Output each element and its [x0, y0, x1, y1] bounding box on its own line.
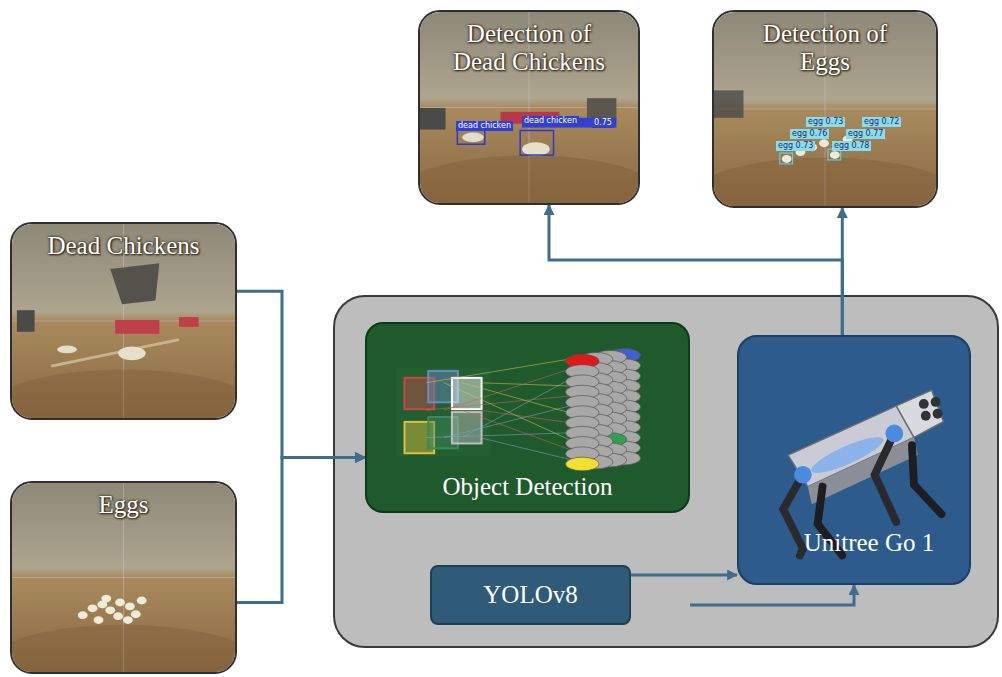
robot-box: Unitree Go 1: [737, 335, 971, 585]
model-box: YOLOv8: [430, 565, 631, 625]
detection-label: egg 0.78: [832, 141, 871, 151]
flow-arrow: [237, 458, 365, 603]
detection-label: dead chicken: [456, 121, 513, 131]
flow-arrow: [237, 291, 365, 457]
detection-label: egg 0.73: [776, 141, 815, 151]
input-photo: Eggs: [10, 481, 237, 674]
input-photo: Dead Chickens: [10, 222, 237, 420]
flow-arrow: [690, 585, 854, 605]
photo-title: Detection of Eggs: [740, 20, 910, 76]
photo-title: Dead Chickens: [47, 232, 199, 260]
photo-title: Eggs: [99, 491, 149, 519]
flow-arrow: [631, 574, 737, 577]
detection-label: egg 0.77: [846, 129, 885, 139]
flow-arrow: [841, 208, 844, 335]
detection-label: egg 0.73: [806, 117, 845, 127]
detection-label: egg 0.76: [790, 129, 829, 139]
process-box: Object Detection: [365, 322, 690, 513]
box-label: Unitree Go 1: [804, 529, 935, 557]
detection-photo: Detection of Eggs: [712, 10, 938, 208]
detection-label: 0.75: [592, 118, 614, 128]
box-label: YOLOv8: [483, 581, 577, 609]
detection-label: dead chicken: [522, 116, 579, 126]
detection-label: egg 0.72: [862, 117, 901, 127]
detection-photo: Detection of Dead Chickens: [418, 10, 640, 205]
box-label: Object Detection: [442, 473, 612, 501]
flow-arrow: [549, 205, 842, 335]
photo-title: Detection of Dead Chickens: [446, 20, 612, 76]
